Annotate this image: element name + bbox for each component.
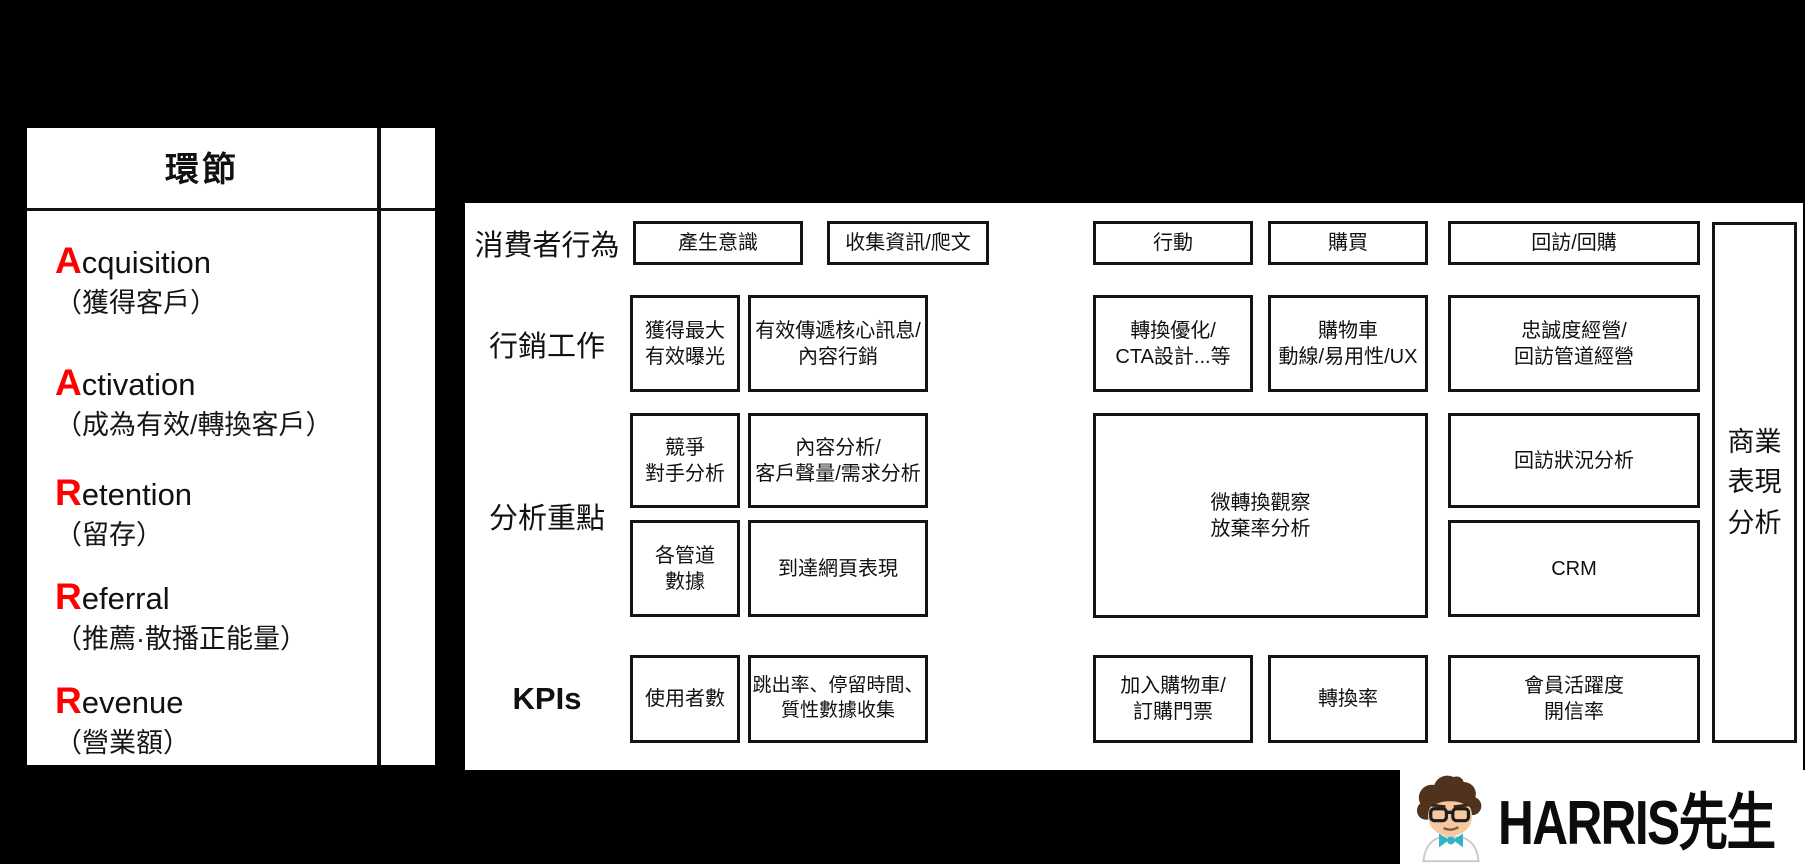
stage-name: Activation [55,362,333,405]
cell-kpi-member-activity: 會員活躍度 開信率 [1448,655,1700,743]
stage-initial: A [55,240,82,281]
stage-initial: R [55,680,82,721]
cell-core-message-content: 有效傳遞核心訊息/ 內容行銷 [748,295,928,392]
avatar-mouth [1443,826,1459,831]
stage-translation: （營業額） [55,727,190,758]
stage-item-referral: Referral （推薦·散播正能量） [55,576,307,655]
cell-awareness: 產生意識 [633,221,803,265]
stage-translation: （留存） [55,519,163,550]
stage-item-activation: Activation （成為有效/轉換客戶） [55,362,333,441]
stage-rest: evenue [81,685,184,720]
row-label-kpis: KPIs [512,681,582,716]
stage-rest: cquisition [81,245,211,280]
cell-kpi-conversion-rate: 轉換率 [1268,655,1428,743]
cell-micro-conversion-abandonment: 微轉換觀察 放棄率分析 [1093,413,1428,618]
stage-rest: etention [81,477,193,512]
stage-translation: （推薦·散播正能量） [55,623,307,654]
cell-revisit-repurchase: 回訪/回購 [1448,221,1700,265]
avatar-bowtie [1439,833,1463,848]
stage-initial: R [55,576,82,617]
stage-rest: ctivation [81,367,196,402]
stage-translation: （獲得客戶） [55,287,217,318]
stages-divider-line [27,208,435,211]
cell-business-performance: 商業 表現 分析 [1712,222,1797,743]
cell-revisit-analysis: 回訪狀況分析 [1448,413,1700,508]
avatar-eyebrows [1431,803,1468,809]
stage-rest: eferral [81,581,170,616]
cell-max-exposure: 獲得最大 有效曝光 [630,295,740,392]
row-label-analysis-focus: 分析重點 [488,502,605,535]
harris-logo-text: HARRIS先生 [1498,789,1776,858]
stages-right-border [377,128,381,765]
stage-name: Acquisition [55,240,217,283]
avatar-glasses [1429,807,1471,823]
cell-kpi-users: 使用者數 [630,655,740,743]
cell-collect-info: 收集資訊/爬文 [827,221,989,265]
stage-item-retention: Retention （留存） [55,472,192,551]
cell-purchase: 購買 [1268,221,1428,265]
cell-kpi-add-to-cart: 加入購物車/ 訂購門票 [1093,655,1253,743]
stage-initial: A [55,362,82,403]
stage-name: Retention [55,472,192,515]
harris-avatar-icon [1416,775,1482,863]
cell-cart-ux: 購物車 動線/易用性/UX [1268,295,1428,392]
cell-competitor-analysis: 競爭 對手分析 [630,413,740,508]
stage-name: Revenue [55,680,190,723]
cell-loyalty-management: 忠誠度經營/ 回訪管道經營 [1448,295,1700,392]
cell-kpi-bounce-dwell: 跳出率、停留時間、 質性數據收集 [748,655,928,743]
cell-landing-page: 到達網頁表現 [748,520,928,617]
cell-content-voice-demand: 內容分析/ 客戶聲量/需求分析 [748,413,928,508]
row-label-consumer-behavior: 消費者行為 [474,230,620,262]
funnel-stages-panel: 環節 Acquisition （獲得客戶） Activation （成為有效/轉… [27,128,435,765]
stage-item-acquisition: Acquisition （獲得客戶） [55,240,217,319]
stage-item-revenue: Revenue （營業額） [55,680,190,759]
cell-conversion-optimization: 轉換優化/ CTA設計...等 [1093,295,1253,392]
stage-translation: （成為有效/轉換客戶） [55,409,333,440]
stage-name: Referral [55,576,307,619]
row-label-marketing-work: 行銷工作 [488,330,605,363]
cell-action: 行動 [1093,221,1253,265]
journey-matrix-panel: 消費者行為 行銷工作 分析重點 KPIs 產生意識 收集資訊/爬文 行動 購買 … [465,203,1803,770]
stages-title: 環節 [165,151,239,189]
cell-crm: CRM [1448,520,1700,617]
cell-channel-data: 各管道 數據 [630,520,740,617]
avatar-fringe [1428,793,1473,809]
stage-initial: R [55,472,82,513]
harris-logo: HARRIS先生 [1400,770,1805,864]
